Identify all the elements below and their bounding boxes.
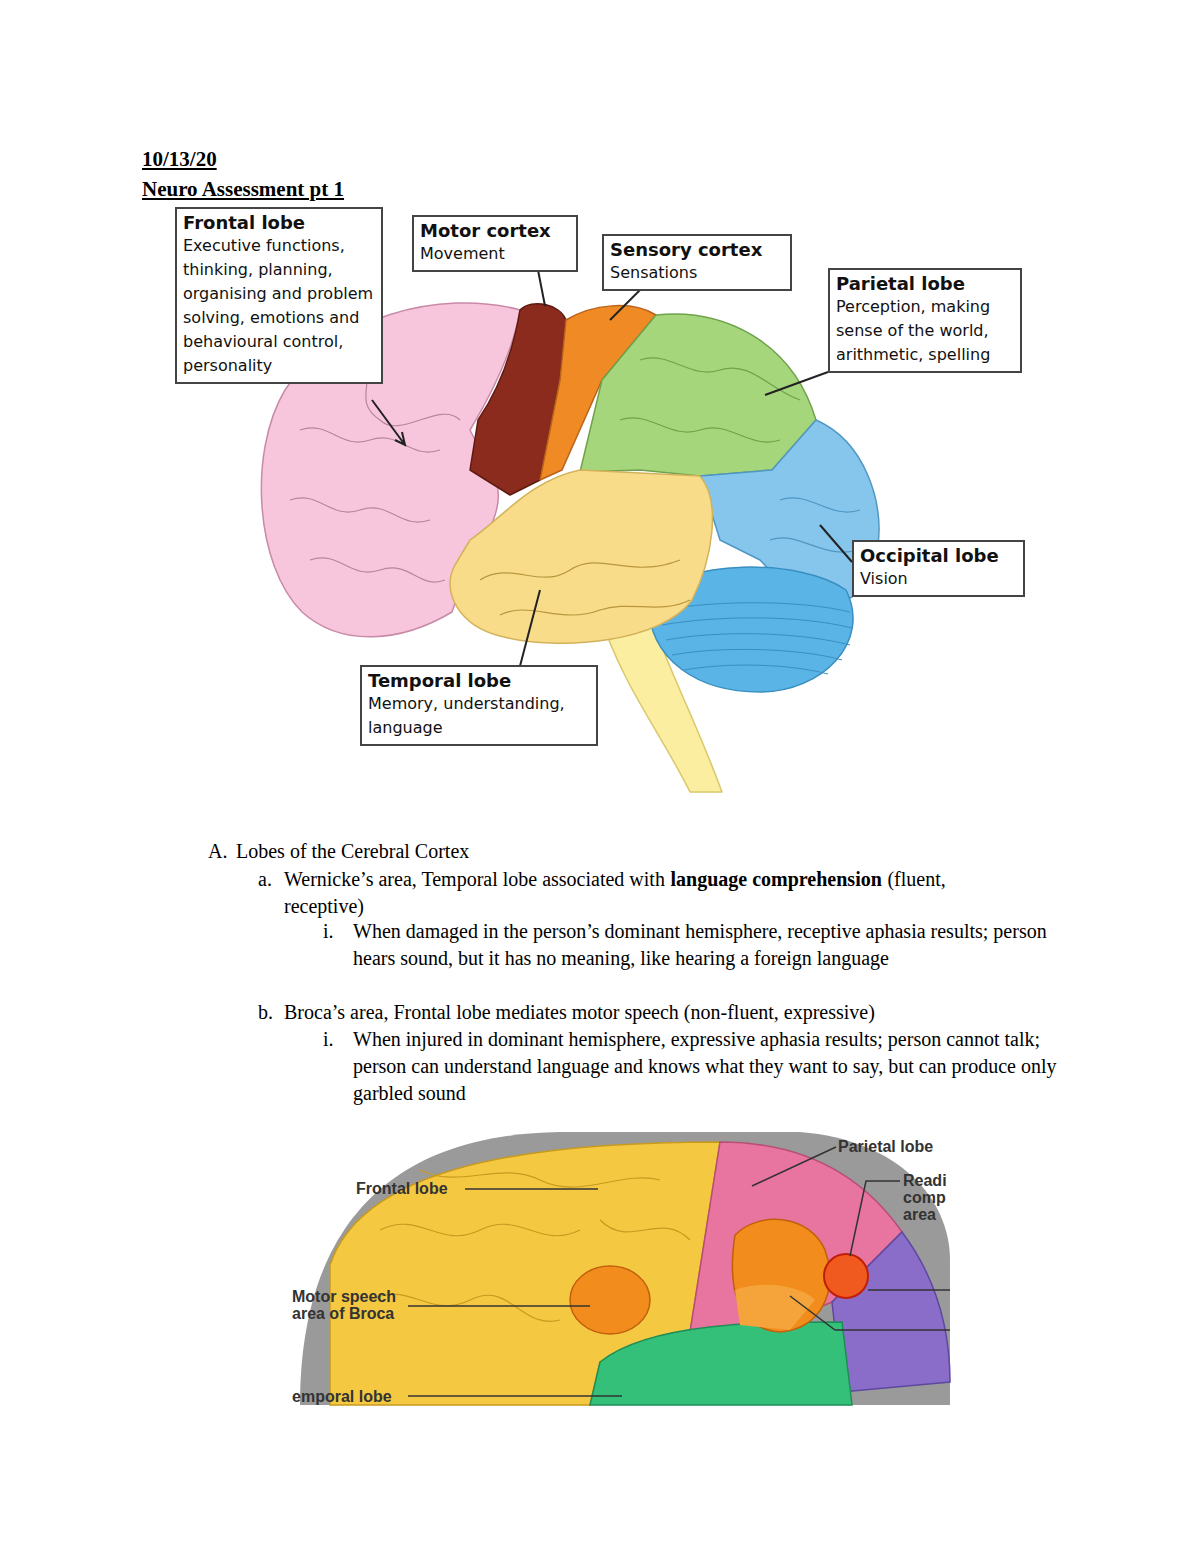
callout-heading: Sensory cortex <box>610 238 784 261</box>
figure-label-wrap: Readi comp area <box>903 1172 949 1223</box>
language-areas-brain <box>300 1132 950 1405</box>
callout-box: Motor cortexMovement <box>412 215 578 272</box>
outline-marker: i. <box>323 1028 334 1050</box>
callout-body: Executive functions, thinking, planning,… <box>183 234 375 378</box>
callout-heading: Motor cortex <box>420 219 570 242</box>
callout-box: Sensory cortexSensations <box>602 234 792 291</box>
callout-body: Sensations <box>610 261 784 285</box>
figure-label: emporal lobe <box>292 1388 392 1405</box>
figure-label-wrap: Motor speech area of Broca <box>292 1288 410 1322</box>
leader-lines <box>372 270 852 666</box>
figure-label-wrap: Parietal lobe <box>838 1138 933 1155</box>
figure-label: Readi comp area <box>903 1172 947 1223</box>
outline-marker-wrap: a. <box>258 866 272 893</box>
outline-item: Broca’s area, Frontal lobe mediates moto… <box>284 1001 875 1023</box>
outline-heading-wrap: Lobes of the Cerebral Cortex <box>236 838 936 865</box>
callout-heading: Parietal lobe <box>836 272 1014 295</box>
callout-heading: Temporal lobe <box>368 669 590 692</box>
figure-label: Motor speech area of Broca <box>292 1288 396 1322</box>
callout-body: Perception, making sense of the world, a… <box>836 295 1014 367</box>
emphasis-text: language comprehension <box>671 868 882 890</box>
outline-item-wrap: Wernicke’s area, Temporal lobe associate… <box>284 866 1004 920</box>
date: 10/13/20 <box>142 147 217 171</box>
outline-marker: A. <box>208 840 227 862</box>
callout-box: Occipital lobeVision <box>852 540 1025 597</box>
outline-heading: Lobes of the Cerebral Cortex <box>236 840 469 862</box>
outline-item: When damaged in the person’s dominant he… <box>353 920 1047 969</box>
outline-marker: i. <box>323 920 334 942</box>
callout-body: Memory, understanding, language <box>368 692 590 740</box>
outline-item: Wernicke’s area, Temporal lobe associate… <box>284 868 665 890</box>
callout-box: Temporal lobeMemory, understanding, lang… <box>360 665 598 746</box>
callout-heading: Frontal lobe <box>183 211 375 234</box>
leader-lines-lower <box>408 1147 950 1396</box>
outline-marker-wrap: i. <box>323 1026 334 1053</box>
outline-marker-wrap: i. <box>323 918 334 945</box>
callout-box: Frontal lobeExecutive functions, thinkin… <box>175 207 383 384</box>
callout-body: Vision <box>860 567 1017 591</box>
outline-marker: b. <box>258 1001 273 1023</box>
outline-marker-wrap: A. <box>208 838 227 865</box>
date-wrap: 10/13/20 <box>142 146 217 173</box>
outline-item-wrap: When injured in dominant hemisphere, exp… <box>353 1026 1058 1107</box>
outline-item-wrap: When damaged in the person’s dominant he… <box>353 918 1058 972</box>
callout-box: Parietal lobePerception, making sense of… <box>828 268 1022 373</box>
figure-label: Frontal lobe <box>356 1180 448 1197</box>
outline-marker-wrap: b. <box>258 999 273 1026</box>
callout-body: Movement <box>420 242 570 266</box>
figure-label-wrap: Frontal lobe <box>356 1180 448 1197</box>
figure-label: Parietal lobe <box>838 1138 933 1155</box>
outline-item: When injured in dominant hemisphere, exp… <box>353 1028 1057 1104</box>
page-title: Neuro Assessment pt 1 <box>142 176 344 203</box>
figure-label-wrap: emporal lobe <box>292 1388 392 1405</box>
outline-marker: a. <box>258 868 272 890</box>
callout-heading: Occipital lobe <box>860 544 1017 567</box>
outline-item-wrap: Broca’s area, Frontal lobe mediates moto… <box>284 999 1084 1026</box>
